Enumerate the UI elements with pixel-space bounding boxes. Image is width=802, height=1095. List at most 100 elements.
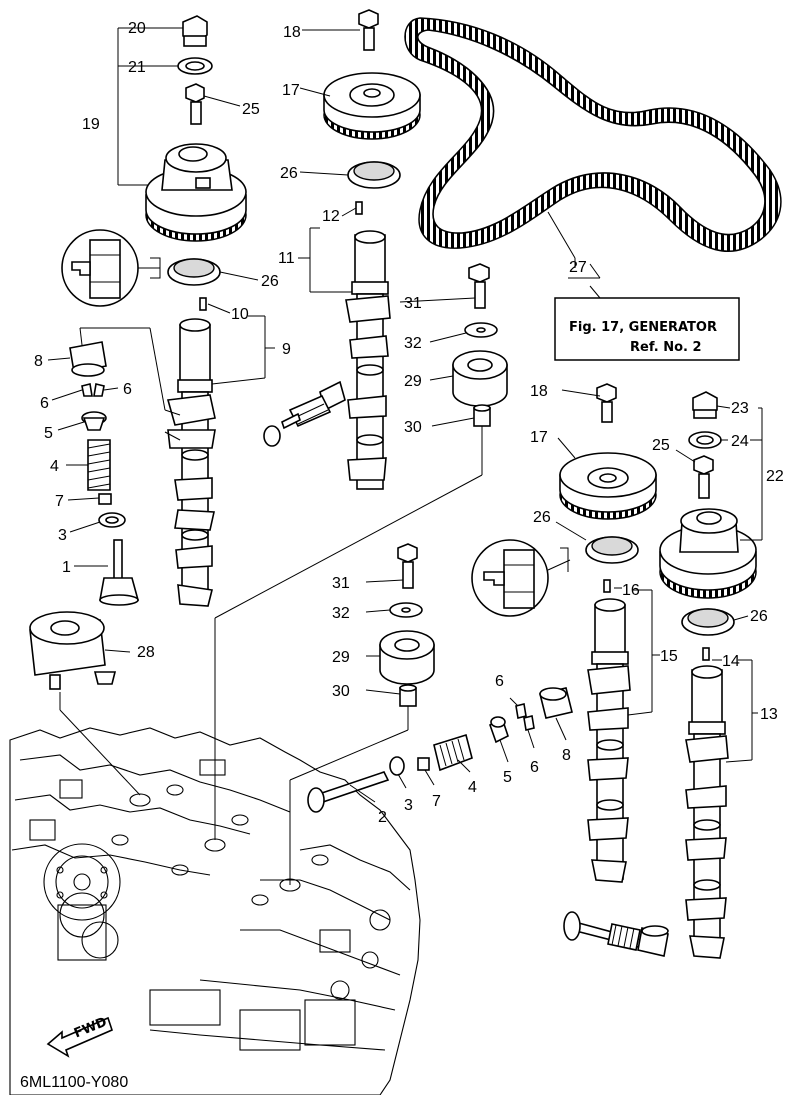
callout-32a: 32 — [404, 335, 422, 352]
callout-19: 19 — [82, 116, 100, 133]
callout-9: 9 — [282, 341, 291, 358]
callout-3a: 3 — [58, 527, 67, 544]
part-26-oil-seal-right2 — [681, 608, 735, 636]
callout-17a: 17 — [282, 82, 300, 99]
part-12-pin — [355, 201, 363, 215]
callout-31a: 31 — [404, 295, 422, 312]
part-23-cap-bolt — [692, 391, 718, 419]
part-16-pin — [603, 579, 611, 593]
part-14-pin — [702, 647, 710, 661]
part-26-oil-seal — [347, 161, 401, 189]
callout-25b: 25 — [652, 437, 670, 454]
callout-4a: 4 — [50, 458, 59, 475]
part-20-cap-bolt — [182, 15, 208, 47]
callout-13: 13 — [760, 706, 778, 723]
callout-7a: 7 — [55, 493, 64, 510]
callout-5a: 5 — [44, 425, 53, 442]
part-7-stem-seal — [98, 493, 112, 505]
part-25-bolt — [185, 83, 205, 125]
callout-30a: 30 — [404, 419, 422, 436]
inset-oil-seal-detail-right — [471, 539, 571, 617]
callout-18a: 18 — [283, 24, 301, 41]
callout-7b: 7 — [432, 793, 441, 810]
callout-labels: 20 21 19 25 26 18 17 26 12 11 27 10 9 8 … — [34, 20, 784, 826]
callout-12: 12 — [322, 208, 340, 225]
ref-box-line2: Ref. No. 2 — [630, 340, 702, 355]
callout-5b: 5 — [503, 769, 512, 786]
callout-32b: 32 — [332, 605, 350, 622]
callout-30b: 30 — [332, 683, 350, 700]
callout-6b: 6 — [123, 381, 132, 398]
callout-18b: 18 — [530, 383, 548, 400]
part-24-washer — [688, 431, 722, 449]
ref-box-line1: Fig. 17, GENERATOR — [569, 320, 717, 335]
part-29-idler-pulley — [452, 350, 508, 407]
callout-27: 27 — [569, 259, 587, 276]
part-3-seat-lower — [389, 756, 405, 776]
part-1-valve — [99, 539, 140, 606]
callout-26c: 26 — [533, 509, 551, 526]
callout-26b: 26 — [280, 165, 298, 182]
callout-20: 20 — [128, 20, 146, 37]
callout-23: 23 — [731, 400, 749, 417]
part-8-tappet-lower — [539, 687, 573, 719]
part-11-camshaft — [345, 230, 391, 490]
callout-26d: 26 — [750, 608, 768, 625]
fwd-arrow-icon: FWD — [46, 1015, 113, 1058]
callout-17b: 17 — [530, 429, 548, 446]
part-32-washer-lower — [389, 602, 423, 618]
part-26-oil-seal-right — [585, 536, 639, 564]
valve-assembly-center — [263, 380, 346, 447]
callout-21: 21 — [128, 59, 146, 76]
callout-31b: 31 — [332, 575, 350, 592]
part-32-washer — [464, 322, 498, 338]
part-6-keepers-lower — [515, 703, 535, 731]
callout-8b: 8 — [562, 747, 571, 764]
part-31-bolt-lower — [397, 543, 418, 589]
callout-22: 22 — [766, 468, 784, 485]
callout-1: 1 — [62, 559, 71, 576]
callout-29b: 29 — [332, 649, 350, 666]
callout-3b: 3 — [404, 797, 413, 814]
leader-lines — [47, 27, 763, 885]
inset-oil-seal-detail — [61, 229, 161, 307]
callout-15: 15 — [660, 648, 678, 665]
callout-16: 16 — [622, 582, 640, 599]
part-7-seal-lower — [417, 757, 430, 771]
callout-2: 2 — [378, 809, 387, 826]
part-10-pin — [199, 297, 207, 311]
part-22-vvt-sprocket — [659, 508, 757, 599]
callout-29a: 29 — [404, 373, 422, 390]
callout-24: 24 — [731, 433, 749, 450]
part-4-valve-spring — [87, 439, 111, 491]
callout-25a: 25 — [242, 101, 260, 118]
part-17-cam-sprocket-right — [559, 452, 657, 520]
reference-box: Fig. 17, GENERATOR Ref. No. 2 — [554, 297, 740, 361]
part-5-retainer — [81, 411, 107, 431]
callout-8a: 8 — [34, 353, 43, 370]
part-19-vvt-sprocket — [145, 143, 247, 242]
part-5-retainer-lower — [489, 716, 509, 744]
part-25-bolt-right — [693, 455, 714, 499]
diagram-code: 6ML1100-Y080 — [20, 1074, 128, 1091]
callout-28: 28 — [137, 644, 155, 661]
part-2-valve — [307, 771, 390, 813]
part-13-camshaft — [685, 665, 729, 959]
callout-10: 10 — [231, 306, 249, 323]
part-21-washer — [177, 57, 213, 75]
part-17-cam-sprocket — [323, 72, 421, 140]
part-29-idler-pulley-lower — [379, 630, 435, 685]
callout-11: 11 — [278, 250, 295, 267]
callout-14: 14 — [722, 653, 740, 670]
part-6-keepers — [81, 383, 105, 397]
cylinder-head — [9, 727, 421, 1095]
callout-6a: 6 — [40, 395, 49, 412]
callout-26a: 26 — [261, 273, 279, 290]
part-31-bolt — [468, 263, 490, 309]
part-18-bolt-right — [596, 383, 617, 423]
part-26-oil-seal — [167, 258, 221, 286]
valve-assembly-right — [563, 911, 669, 957]
part-30-collar-lower — [399, 684, 417, 707]
callout-6d: 6 — [530, 759, 539, 776]
